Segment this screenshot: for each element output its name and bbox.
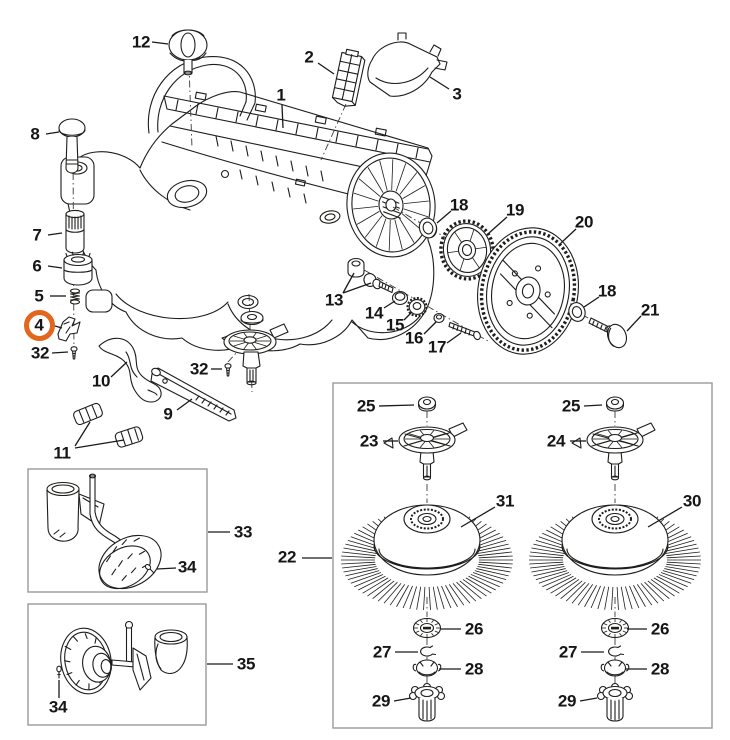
part-label-28a[interactable]: 28 (464, 659, 484, 679)
part-label-15[interactable]: 15 (385, 315, 405, 335)
clips-part-11 (73, 402, 144, 448)
deflector-part-3 (367, 32, 448, 97)
part-label-34b[interactable]: 34 (48, 697, 68, 717)
drum-part-6 (63, 251, 93, 286)
part-label-18b[interactable]: 18 (597, 281, 617, 301)
part-label-14[interactable]: 14 (364, 303, 384, 323)
part-label-1[interactable]: 1 (276, 85, 286, 105)
blade-driver-assembly (221, 310, 289, 386)
box-33-contents (46, 473, 162, 590)
part-label-17[interactable]: 17 (427, 337, 447, 357)
part-label-32b[interactable]: 32 (189, 359, 209, 379)
axle-hardware-13-17 (347, 257, 481, 341)
part-label-26b[interactable]: 26 (650, 619, 670, 639)
part-label-13[interactable]: 13 (324, 290, 344, 310)
brush-assembly-column (341, 396, 513, 722)
axle-bolt-part-21 (588, 317, 628, 349)
leader-lines (45, 41, 683, 702)
rail-part-9 (150, 367, 237, 422)
grid-part-2 (331, 48, 366, 107)
part-label-9[interactable]: 9 (163, 404, 173, 424)
part-label-3[interactable]: 3 (452, 84, 462, 104)
part-label-20[interactable]: 20 (574, 212, 594, 232)
part-label-28b[interactable]: 28 (650, 659, 670, 679)
highlight-circle-part-4 (24, 310, 55, 341)
part-label-7[interactable]: 7 (32, 225, 42, 245)
part-label-12[interactable]: 12 (131, 32, 151, 52)
chassis-spoked-wheel (346, 152, 436, 258)
part-label-27a[interactable]: 27 (372, 642, 392, 662)
rail-clips (194, 91, 387, 137)
part-label-8[interactable]: 8 (30, 124, 40, 144)
chassis-drawing (60, 56, 436, 352)
part-label-34a[interactable]: 34 (177, 557, 197, 577)
part-label-4[interactable]: 4 (34, 315, 44, 335)
gear-wheel-part-19 (439, 219, 495, 281)
part-label-25a[interactable]: 25 (356, 396, 376, 416)
part-label-29b[interactable]: 29 (557, 691, 577, 711)
bracket-part-4 (57, 316, 81, 342)
part-label-16[interactable]: 16 (404, 328, 424, 348)
part-label-35[interactable]: 35 (236, 654, 256, 674)
part-label-2[interactable]: 2 (304, 47, 314, 67)
part-label-22[interactable]: 22 (277, 547, 297, 567)
part-label-32a[interactable]: 32 (30, 343, 50, 363)
part-label-5[interactable]: 5 (34, 286, 44, 306)
knob-part-12 (168, 29, 208, 76)
part-label-6[interactable]: 6 (32, 256, 42, 276)
part-label-31[interactable]: 31 (495, 491, 515, 511)
screw-part-32-middle (224, 363, 232, 377)
part-label-26a[interactable]: 26 (464, 619, 484, 639)
part-label-33[interactable]: 33 (233, 522, 253, 542)
part-label-24[interactable]: 24 (546, 431, 566, 451)
bearing-part-18-right (568, 302, 586, 322)
part-label-23[interactable]: 23 (359, 431, 379, 451)
screw-part-32-left (70, 346, 78, 360)
spring-part-5 (69, 288, 81, 305)
bolt-part-8 (58, 118, 86, 174)
box-35-contents (56, 620, 188, 695)
bearing-part-18-left (418, 217, 438, 239)
adapter-part-7 (65, 209, 85, 254)
part-label-11[interactable]: 11 (53, 443, 71, 463)
part-label-21[interactable]: 21 (640, 300, 660, 320)
part-label-25b[interactable]: 25 (561, 396, 581, 416)
part-label-18a[interactable]: 18 (449, 195, 469, 215)
part-label-30[interactable]: 30 (682, 491, 702, 511)
part-label-29a[interactable]: 29 (371, 691, 391, 711)
wheel-part-20 (476, 227, 580, 355)
part-label-10[interactable]: 10 (91, 371, 111, 391)
part-label-19[interactable]: 19 (505, 200, 525, 220)
part-label-27b[interactable]: 27 (558, 642, 578, 662)
